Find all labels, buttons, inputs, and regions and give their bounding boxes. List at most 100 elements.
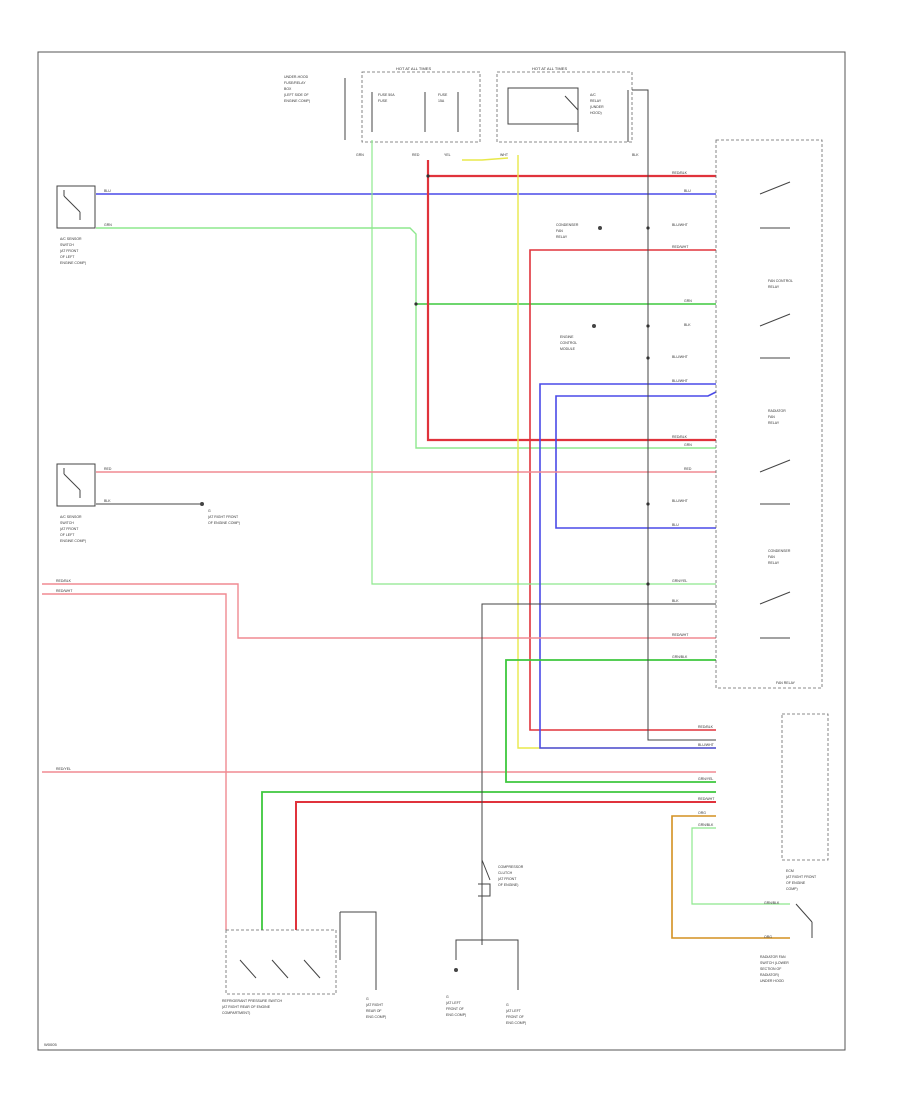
wire-segment <box>529 249 716 731</box>
component-label: REFRIGERANT PRESSURE SWITCH <box>222 999 282 1003</box>
wire-blue-loop <box>539 383 717 749</box>
ground-a: G (AT RIGHT REAR OF ENG COMP) <box>366 960 386 1019</box>
wire-segment <box>539 383 717 749</box>
wire-label: GRN/YEL <box>672 579 687 583</box>
wire-segment <box>295 801 716 930</box>
component-label: CLUTCH <box>498 871 513 875</box>
wire-label: BLU <box>104 189 111 193</box>
wire-label: GRN <box>356 153 364 157</box>
wire-label: BLK <box>684 323 691 327</box>
wire-segment <box>462 155 716 749</box>
compressor-clutch: COMPRESSOR CLUTCH (AT FRONT OF ENGINE) <box>455 859 524 960</box>
wire-label: BLU <box>672 523 679 527</box>
relay-label: RELAY <box>768 561 780 565</box>
wire-green-bottom <box>261 659 716 930</box>
relay-box-label: (UNDER <box>590 105 604 109</box>
left-note: UNDER-HOOD FUSE/RELAY BOX (LEFT SIDE OF … <box>284 75 310 103</box>
component-label: (AT RIGHT REAR OF ENGINE <box>222 1005 271 1009</box>
relay-label: RELAY <box>768 421 780 425</box>
component-label: CONTROL <box>560 341 577 345</box>
component-label: REAR OF <box>366 1009 382 1013</box>
footer-code: W0005 <box>44 1042 57 1047</box>
component-label: OF ENGINE COMP) <box>208 521 240 525</box>
wire-segment <box>426 160 716 442</box>
splice-dot <box>646 226 650 230</box>
splice-points <box>414 174 650 586</box>
switch-box <box>56 185 96 229</box>
wire-label: RED/WHT <box>56 589 73 593</box>
switch-contact <box>239 911 377 979</box>
component-label: ENG COMP) <box>506 1021 526 1025</box>
relay-label: RELAY <box>768 285 780 289</box>
fuse-b-label: FUSE <box>438 93 448 97</box>
wire-label: GRN/BLK <box>672 655 688 659</box>
wire-label: RED/WHT <box>698 797 715 801</box>
fuse-symbol <box>371 92 459 132</box>
condenser-fan-note: CONDENSER FAN RELAY <box>556 223 602 239</box>
relay-column-outline <box>715 139 823 689</box>
component-label: G <box>446 995 449 999</box>
wire-label: RED/BLK <box>672 435 688 439</box>
component-label: OF LEFT <box>60 255 75 259</box>
fuse-box-2-outline <box>496 71 633 143</box>
component-label: ENG COMP) <box>366 1015 386 1019</box>
ground-icon <box>592 324 596 328</box>
wire-green-right <box>691 827 790 905</box>
wire-label: RED <box>684 467 692 471</box>
component-label: FRONT OF <box>446 1007 464 1011</box>
wire-red-long-left <box>42 583 716 930</box>
component-label: ENGINE COMP) <box>60 261 86 265</box>
pressure-switch: REFRIGERANT PRESSURE SWITCH (AT RIGHT RE… <box>222 911 377 1015</box>
component-label: SWITCH <box>60 521 74 525</box>
ground-icon <box>454 968 458 972</box>
fuse-b-label: 15A <box>438 99 445 103</box>
wire-orange <box>671 815 790 939</box>
relay-foot-label: FAN RELAY <box>776 681 796 685</box>
wire-label: GRN/YEL <box>698 777 713 781</box>
component-label: (AT RIGHT FRONT <box>208 515 239 519</box>
wire-black-vert <box>481 150 716 945</box>
wire-label: RED <box>104 467 112 471</box>
relay-coil-symbol <box>507 87 579 125</box>
ground-b: G (AT LEFT FRONT OF ENG COMP) <box>446 968 466 1017</box>
component-label: (AT LEFT <box>506 1009 522 1013</box>
wire-red-bottom-2 <box>295 801 716 930</box>
component-label: ECM <box>786 869 794 873</box>
splice-dot <box>646 502 650 506</box>
component-label: A/C SENSOR <box>60 515 82 519</box>
component-label: (AT FRONT <box>498 877 517 881</box>
relay-contact-symbol <box>564 95 579 132</box>
left-note-line: (LEFT SIDE OF <box>284 93 309 97</box>
wire-labels: BLU GRN RED BLK RED/BLK RED/WHT RED/YEL … <box>56 153 780 939</box>
component-label: ENGINE COMP) <box>60 539 86 543</box>
fuse-box-1-label: HOT AT ALL TIMES <box>396 66 431 71</box>
relay-label: FAN <box>768 555 775 559</box>
ecm-box-outline <box>781 713 829 861</box>
component-label: SWITCH <box>60 243 74 247</box>
diagram-frame <box>37 51 846 1051</box>
wire-label: RED/BLK <box>698 725 714 729</box>
clutch-symbol <box>455 859 519 960</box>
component-label: CONDENSER <box>556 223 579 227</box>
component-label: SECTION OF <box>760 967 781 971</box>
wire-label: RED <box>412 153 420 157</box>
wire-segment <box>371 140 716 585</box>
relay-label: FAN <box>768 415 775 419</box>
component-label: FAN <box>556 229 563 233</box>
component-label: (AT FRONT <box>60 527 79 531</box>
component-label: COMP) <box>786 887 798 891</box>
component-label: FRONT OF <box>506 1015 524 1019</box>
top-feed-lines <box>344 78 649 150</box>
ground-icon <box>598 226 602 230</box>
wire-label: BLU/WHT <box>672 499 689 503</box>
wire-label: BLU/WHT <box>672 379 689 383</box>
left-note-line: ENGINE COMP) <box>284 99 310 103</box>
relay-box-label: A/C <box>590 93 596 97</box>
relay-contacts <box>759 181 791 639</box>
component-label: (AT RIGHT <box>366 1003 384 1007</box>
relay-label: FAN CONTROL <box>768 279 793 283</box>
component-label: SWITCH (LOWER <box>760 961 789 965</box>
wire-label: RED/YEL <box>56 767 71 771</box>
component-label: COMPARTMENT) <box>222 1011 250 1015</box>
